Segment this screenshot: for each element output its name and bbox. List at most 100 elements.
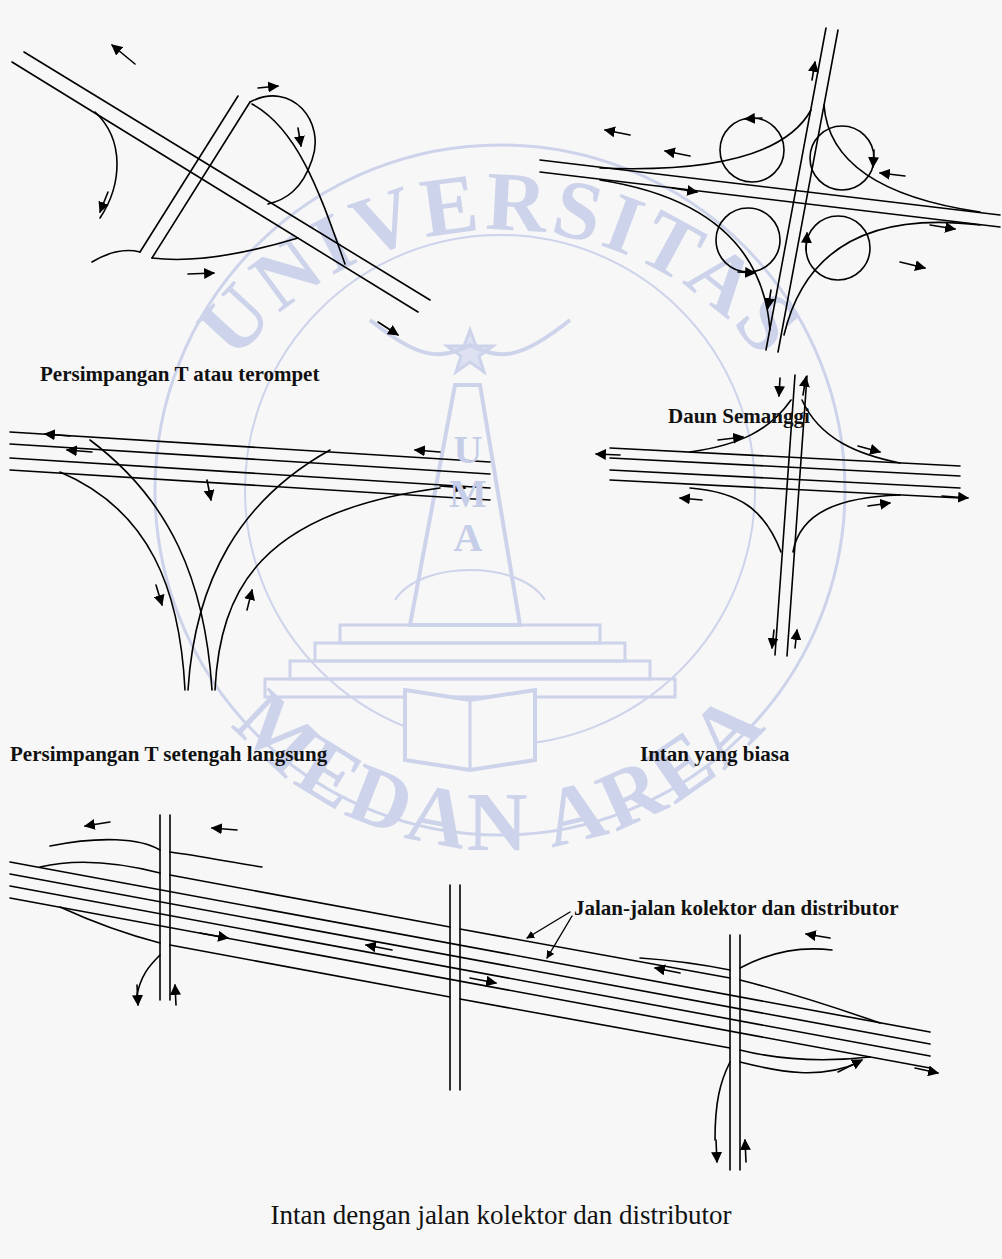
cloverleaf-interchange	[600, 180, 770, 330]
trumpet-interchange	[24, 52, 430, 300]
semi-direct-t-interchange	[10, 470, 490, 500]
collector-distributor-diamond	[460, 929, 730, 978]
diamond-interchange	[610, 375, 960, 656]
direction-arrow	[378, 322, 398, 335]
trumpet-interchange	[12, 62, 418, 312]
semi-direct-t-interchange	[10, 444, 490, 474]
collector-distributor-diamond	[10, 874, 930, 1044]
collector-distributor-diamond	[740, 949, 832, 968]
collector-distributor-diamond	[459, 885, 461, 1090]
direction-arrow	[67, 450, 92, 452]
trumpet-interchange	[95, 112, 117, 218]
watermark	[405, 690, 535, 770]
watermark	[265, 679, 675, 697]
direction-arrow	[858, 446, 880, 452]
direction-arrow	[880, 173, 905, 176]
interchange-caption: Daun Semanggi	[668, 404, 810, 428]
direction-arrow	[930, 225, 955, 229]
direction-arrow	[298, 128, 301, 146]
collector-distributor-diamond	[169, 815, 171, 1000]
direction-arrow	[680, 498, 702, 500]
watermark	[395, 570, 545, 600]
direction-arrow	[247, 590, 252, 610]
direction-arrow	[806, 233, 807, 250]
trumpet-interchange	[140, 96, 238, 252]
direction-arrow	[100, 192, 108, 212]
direction-arrow	[85, 822, 938, 1162]
direction-arrow	[366, 945, 392, 950]
callout-label: Jalan-jalan kolektor dan distributor	[574, 896, 899, 920]
diamond-interchange	[610, 448, 960, 466]
diamond-interchange	[610, 470, 960, 488]
trumpet-interchange	[152, 238, 298, 259]
direction-arrow	[806, 934, 830, 938]
trumpet-interchange	[252, 104, 345, 264]
direction-arrow	[45, 434, 70, 436]
direction-arrow	[718, 437, 743, 440]
collector-distributor-diamond	[640, 958, 730, 970]
leader-line	[527, 912, 572, 958]
trumpet-interchange	[92, 251, 140, 262]
direction-arrow	[470, 978, 496, 983]
direction-arrow	[655, 968, 680, 973]
direction-arrow	[812, 62, 815, 80]
trumpet-interchange	[12, 52, 430, 312]
cloverleaf-interchange	[824, 105, 980, 212]
trumpet-interchange	[152, 102, 250, 258]
interchange-caption: Persimpangan T atau terompet	[40, 362, 319, 386]
semi-direct-t-interchange	[60, 472, 185, 690]
direction-arrow	[45, 434, 465, 610]
direction-arrow	[665, 151, 690, 156]
watermark	[290, 661, 650, 679]
direction-arrow	[605, 62, 955, 308]
cloverleaf-interchange	[784, 222, 980, 335]
collector-distributor-diamond	[50, 840, 160, 850]
direction-arrow	[188, 273, 214, 274]
collector-distributor-diamond	[10, 815, 930, 1170]
direction-arrow	[207, 480, 211, 500]
direction-arrow	[838, 1060, 862, 1072]
collector-distributor-diamond	[740, 1050, 870, 1060]
leader-line	[527, 912, 570, 938]
direction-arrow	[156, 585, 162, 605]
direction-arrow	[596, 454, 620, 455]
collector-distributor-diamond	[170, 875, 450, 927]
diamond-interchange	[802, 400, 900, 463]
direction-arrow	[868, 503, 890, 506]
cloverleaf-interchange	[810, 126, 874, 190]
collector-distributor-diamond	[739, 935, 741, 1170]
direction-arrow	[768, 290, 771, 308]
direction-arrow	[415, 450, 440, 452]
cloverleaf-interchange	[720, 118, 784, 182]
collector-distributor-diamond	[449, 885, 451, 1090]
watermark-text: UMA	[448, 428, 488, 560]
collector-distributor-diamond	[159, 815, 161, 1000]
direction-arrow	[672, 188, 697, 192]
semi-direct-t-interchange	[90, 440, 212, 690]
direction-arrow	[900, 262, 925, 268]
direction-arrow	[200, 933, 228, 938]
trumpet-interchange	[250, 96, 315, 204]
cloverleaf-interchange	[600, 110, 811, 169]
collector-distributor-diamond	[170, 945, 450, 997]
figure-caption: Intan dengan jalan kolektor dan distribu…	[270, 1200, 731, 1231]
direction-arrow	[873, 150, 874, 167]
direction-arrow	[745, 1140, 746, 1162]
direction-arrow	[596, 377, 968, 648]
semi-direct-t-interchange	[10, 432, 490, 462]
cloverleaf-interchange	[540, 28, 1000, 352]
collector-distributor-diamond	[10, 898, 930, 1068]
cloverleaf-interchange	[540, 172, 1000, 227]
diamond-interchange	[690, 488, 781, 552]
watermark-text: MEDAN AREA	[217, 672, 782, 868]
direction-arrow	[738, 272, 755, 273]
diamond-interchange	[610, 480, 960, 498]
watermark	[370, 320, 570, 354]
collector-distributor-diamond	[170, 852, 262, 867]
interchange-caption: Persimpangan T setengah langsung	[10, 742, 327, 766]
direction-arrow	[212, 828, 237, 830]
direction-arrow	[85, 822, 110, 826]
direction-arrow	[137, 985, 138, 1005]
